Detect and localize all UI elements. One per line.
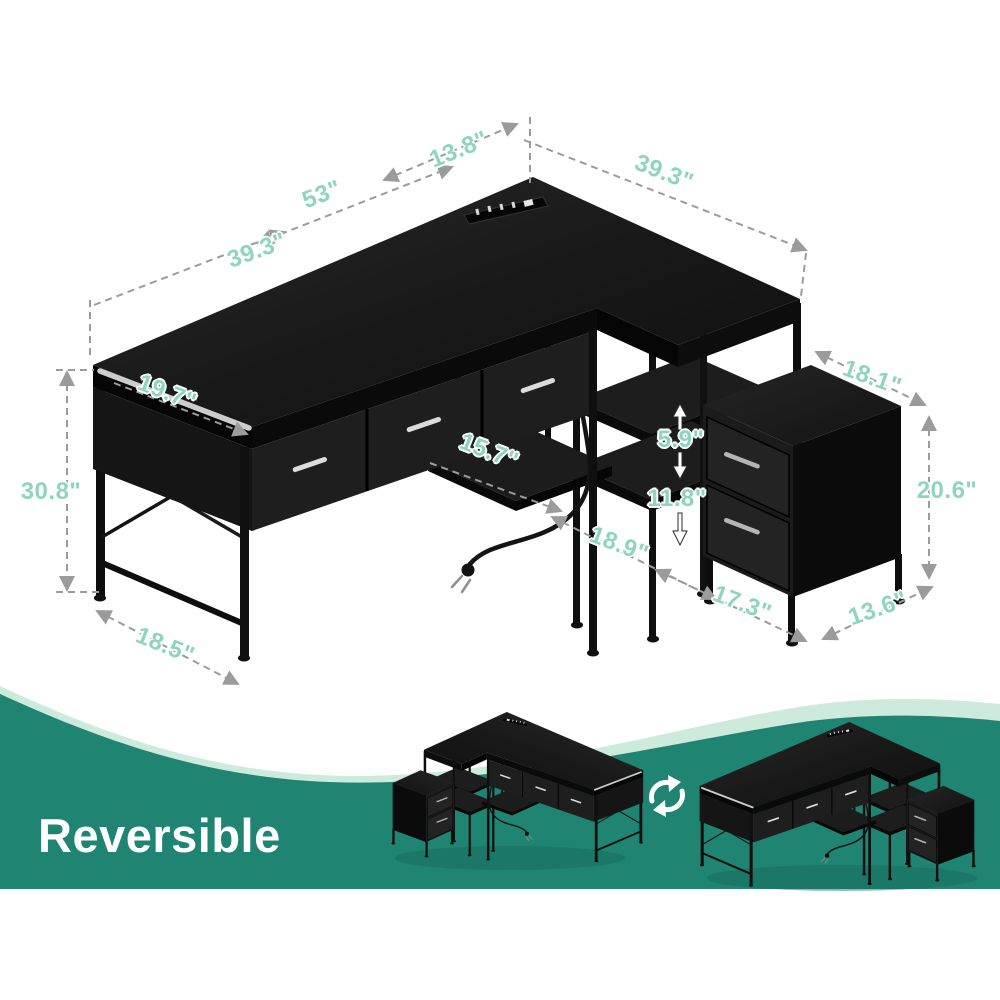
dimension-label-desk-height: 30.8" — [20, 478, 82, 505]
desk-middle-leg — [589, 330, 597, 652]
drawer-slot-handle — [292, 456, 327, 473]
desk-illustration — [93, 177, 905, 662]
metal-trim — [97, 368, 252, 431]
banner-title: Reversible — [38, 809, 281, 862]
desktop-surface — [93, 177, 800, 427]
desk-front-left-leg — [240, 447, 249, 657]
drawer-slot-handle — [406, 416, 441, 433]
dimension-label-shelf-gap-top: 5.9" — [657, 426, 705, 453]
swap-arrows-icon — [649, 775, 685, 817]
dimension-lines — [56, 117, 937, 685]
power-strip — [463, 196, 549, 225]
cabinet-drawer-top — [706, 415, 790, 519]
drawer-handle — [724, 451, 760, 469]
gap-arrows — [672, 402, 688, 547]
drawer-handle — [724, 517, 760, 535]
dimension-label-shelf-gap-bottom: 11.8" — [647, 485, 707, 512]
dimension-label-cabinet-height: 20.6" — [916, 477, 978, 504]
drawer-slot-handle — [520, 377, 555, 394]
desk-back-left-leg — [96, 380, 105, 597]
drawer-apron — [93, 330, 597, 531]
